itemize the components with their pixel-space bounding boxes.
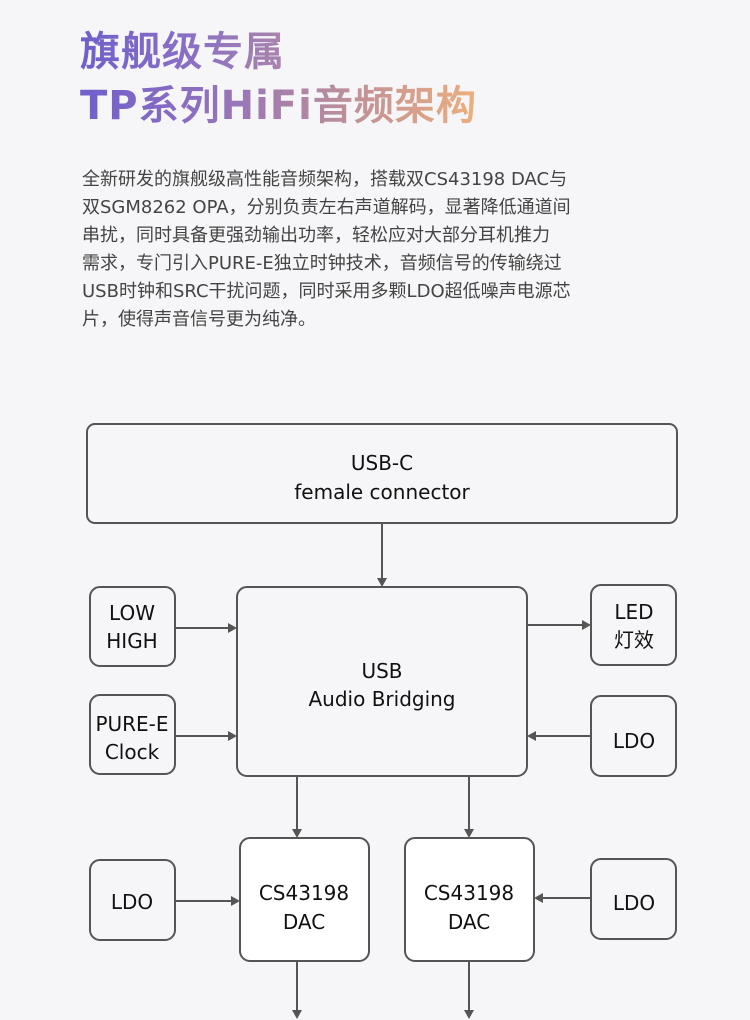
node-label: CS43198 [424, 881, 514, 905]
title-line-1: 旗舰级专属 [80, 28, 310, 76]
dac-left-node: CS43198 DAC [239, 837, 370, 962]
description: 全新研发的旗舰级高性能音频架构，搭载双CS43198 DAC与 双SGM8262… [82, 166, 652, 334]
dac-right-node: CS43198 DAC [404, 837, 535, 962]
node-label: LDO [111, 890, 153, 914]
node-label: Clock [105, 740, 160, 764]
description-line: 双SGM8262 OPA，分别负责左右声道解码，显著降低通道间 [82, 197, 571, 218]
node-label: LDO [613, 891, 655, 915]
arrowhead [527, 731, 536, 741]
arrowhead [228, 731, 237, 741]
ldo-dac-right-node: LDO [590, 858, 677, 940]
node-label: 灯效 [614, 628, 654, 652]
node-label: LOW [109, 601, 155, 625]
pure-e-clock-node: PURE-E Clock [89, 694, 176, 775]
node-label: DAC [283, 910, 325, 934]
arrowhead [464, 1010, 474, 1019]
node-label: LED [614, 600, 653, 624]
node-label: PURE-E [95, 712, 168, 736]
node-label: HIGH [106, 629, 157, 653]
node-label: USB [361, 659, 402, 683]
description-line: USB时钟和SRC干扰问题，同时采用多颗LDO超低噪声电源芯 [82, 281, 571, 302]
ldo-dac-left-node: LDO [89, 859, 176, 941]
arrowhead [534, 893, 543, 903]
arrowhead [228, 623, 237, 633]
description-line: 片，使得声音信号更为纯净。 [82, 309, 316, 330]
description-line: 全新研发的旗舰级高性能音频架构，搭载双CS43198 DAC与 [82, 169, 568, 190]
description-line: 需求，专门引入PURE-E独立时钟技术，音频信号的传输绕过 [82, 253, 562, 274]
usb-audio-bridging-node: USB Audio Bridging [236, 586, 528, 777]
node-label: USB-C [351, 451, 413, 475]
arrowhead [377, 578, 387, 587]
arrowhead [292, 829, 302, 838]
node-label: female connector [294, 480, 470, 504]
led-node: LED 灯效 [590, 584, 677, 666]
node-label: CS43198 [259, 881, 349, 905]
description-line: 串扰，同时具备更强劲输出功率，轻松应对大部分耳机推力 [82, 225, 550, 246]
arrowhead [292, 1010, 302, 1019]
arrowhead [464, 829, 474, 838]
usbc-connector-node: USB-C female connector [86, 423, 678, 524]
ldo-bridge-node: LDO [590, 695, 677, 777]
node-label: Audio Bridging [308, 687, 455, 711]
title-line-2: TP系列HiFi音频架构 [80, 82, 490, 130]
node-label: DAC [448, 910, 490, 934]
node-label: LDO [613, 729, 655, 753]
arrowhead [582, 620, 591, 630]
arrowhead [231, 896, 240, 906]
low-high-node: LOW HIGH [89, 586, 176, 667]
